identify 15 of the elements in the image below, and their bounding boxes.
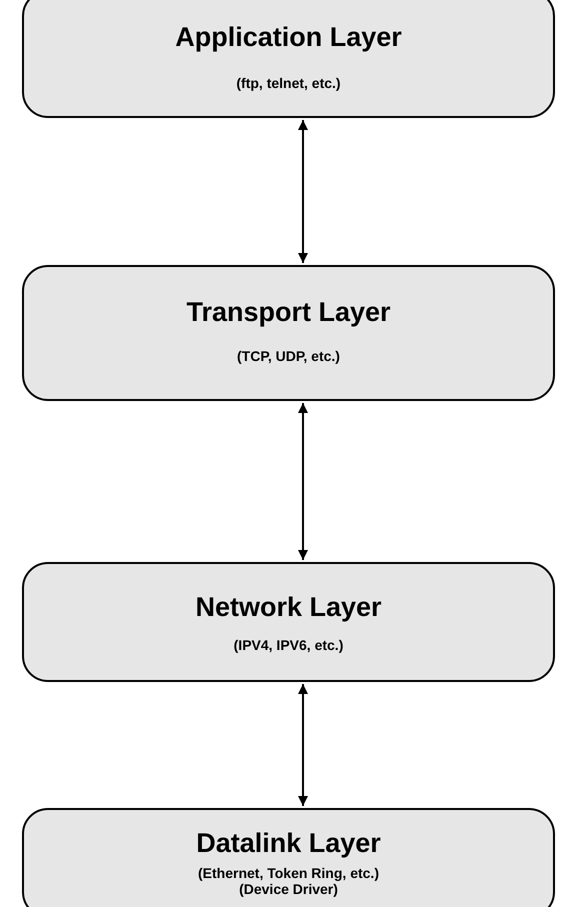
- layer-title: Network Layer: [195, 592, 382, 623]
- layer-examples: (Ethernet, Token Ring, etc.) (Device Driver): [197, 865, 380, 897]
- layer-box: [22, 265, 555, 401]
- layer-examples: (TCP, UDP, etc.): [236, 348, 341, 364]
- double-arrow: [298, 403, 308, 560]
- layer-title: Application Layer: [175, 22, 402, 53]
- layer-examples: (IPV4, IPV6, etc.): [232, 637, 344, 653]
- layer-title: Datalink Layer: [196, 828, 381, 859]
- double-arrow: [298, 684, 308, 806]
- layer-examples: (ftp, telnet, etc.): [235, 75, 342, 91]
- layer-box: [22, 0, 555, 118]
- layer-box: [22, 808, 555, 907]
- layer-box: [22, 562, 555, 682]
- layer-title: Transport Layer: [186, 297, 391, 328]
- double-arrow: [298, 120, 308, 263]
